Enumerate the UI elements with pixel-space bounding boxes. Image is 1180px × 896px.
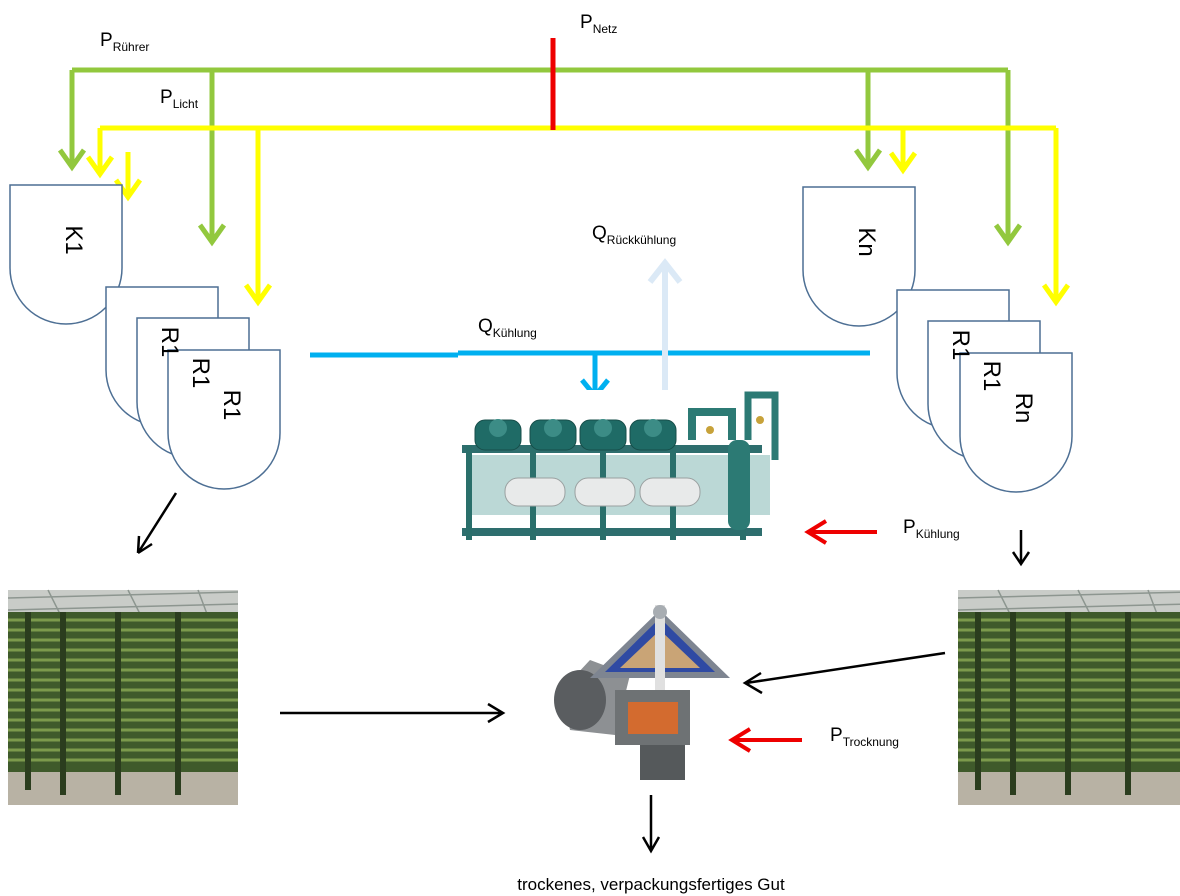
- arrow-p-trocknung: [732, 729, 802, 751]
- vessel-label-right-3: Rn: [1010, 393, 1037, 424]
- label-p-netz: PNetz: [580, 12, 617, 36]
- vessel-label-left-0: K1: [60, 225, 87, 254]
- cooling-lines: [310, 353, 870, 396]
- photobioreactor-right: [958, 590, 1180, 805]
- vessel-label-right-1: R1: [947, 330, 974, 361]
- arrow-p-kuehlung: [808, 521, 877, 543]
- label-q-rueckkuehlung: QRückkühlung: [592, 223, 676, 247]
- arrow-separator-to-product: [643, 795, 659, 851]
- right-vessel-stack: [803, 187, 1072, 492]
- arrow-right-reactor-to-separator: [745, 653, 945, 693]
- left-vessel-stack: [10, 185, 280, 489]
- label-p-ruehrer: PRührer: [100, 30, 149, 54]
- light-power-lines: [88, 128, 1068, 302]
- arrow-stack-to-left-reactor: [138, 493, 176, 553]
- arrow-stack-to-right-reactor: [1013, 530, 1029, 564]
- recooling-arrow: [650, 263, 680, 410]
- photobioreactor-left: [8, 590, 238, 805]
- vessel-label-left-1: R1: [156, 327, 183, 358]
- centrifugal-separator-icon: [554, 605, 730, 780]
- vessel-label-right-0: Kn: [853, 227, 880, 256]
- vessel-label-left-2: R1: [187, 358, 214, 389]
- label-p-kuehlung: PKühlung: [903, 517, 960, 541]
- label-p-licht: PLicht: [160, 87, 199, 111]
- label-q-kuehlung: QKühlung: [478, 316, 537, 340]
- refrigeration-compressor-rack-icon: [458, 390, 775, 548]
- vessel-label-right-2: R1: [978, 361, 1005, 392]
- vessel-label-left-3: R1: [218, 390, 245, 421]
- power-input-arrows: [732, 521, 877, 751]
- label-p-trocknung: PTrocknung: [830, 725, 899, 749]
- arrow-left-reactor-to-separator: [280, 704, 503, 722]
- product-caption: trockenes, verpackungsfertiges Gut: [517, 875, 785, 894]
